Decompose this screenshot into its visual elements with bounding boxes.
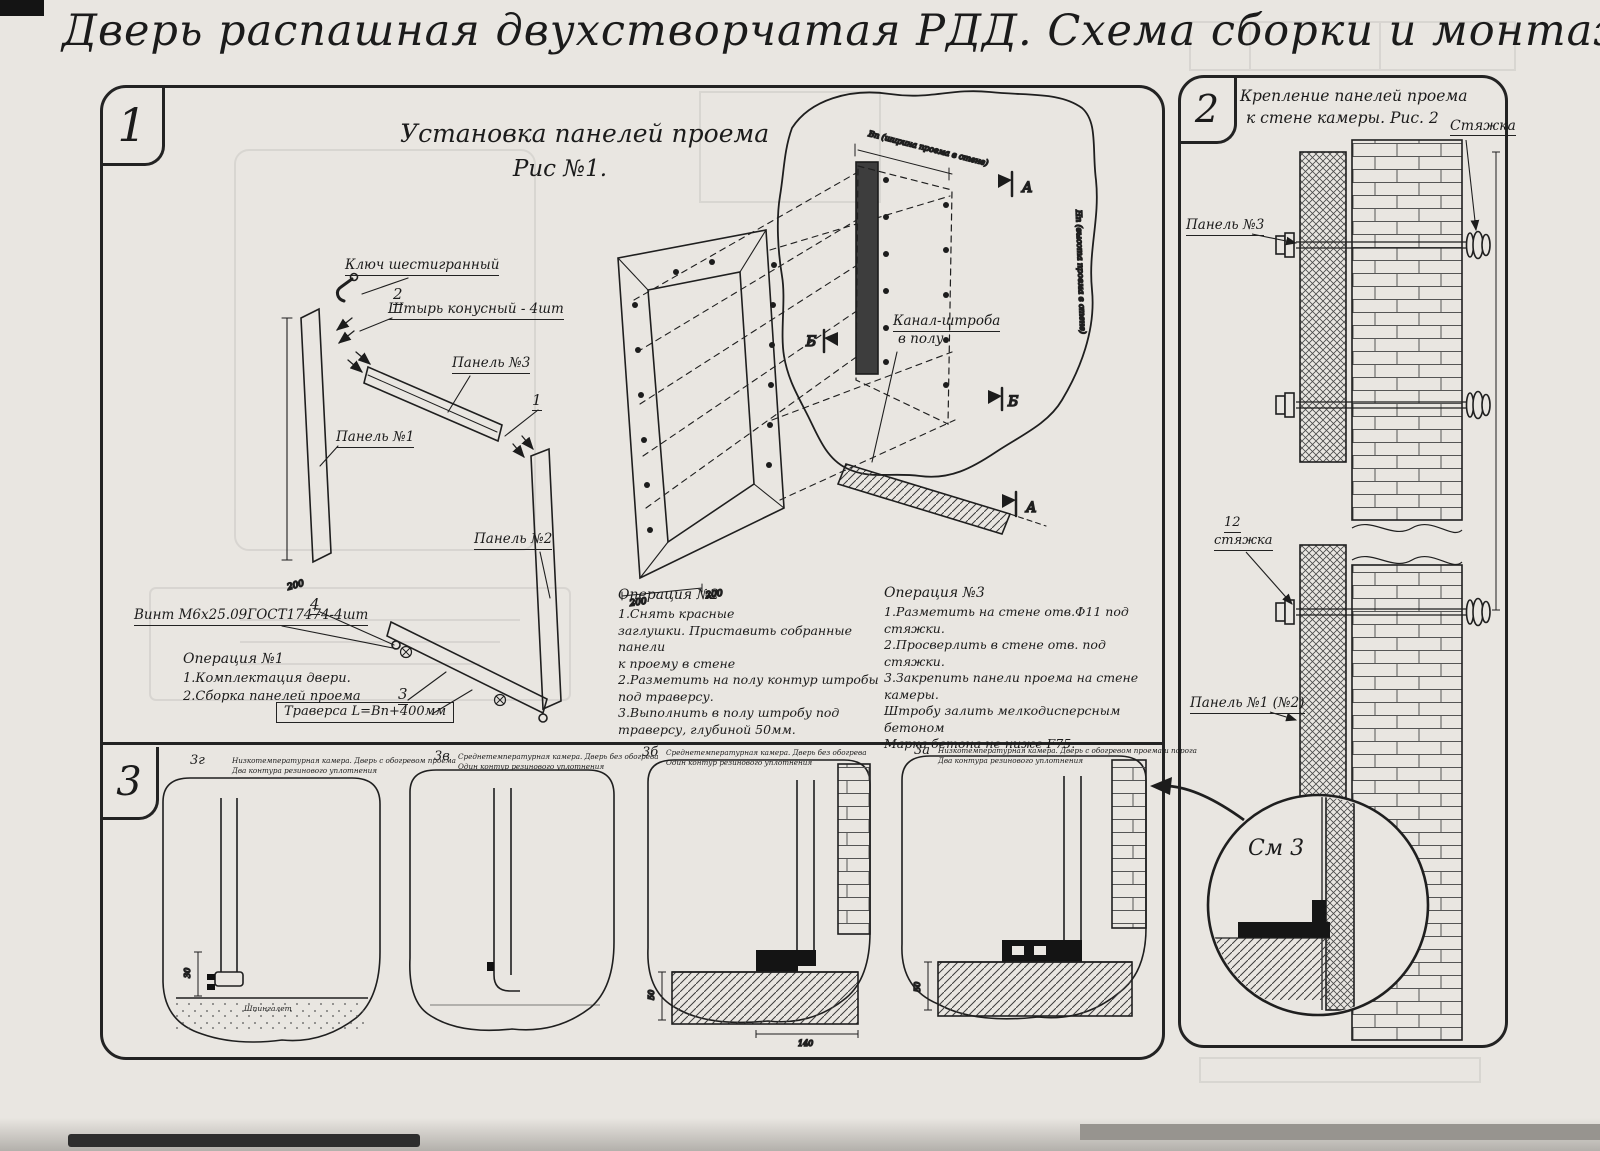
scan-bottom-smudge-2	[1080, 1124, 1600, 1140]
label-traverse: Траверса L=Bп+400мм	[276, 702, 455, 723]
op3-line-6: Штробу залить мелкодисперсным бетоном	[884, 703, 1121, 735]
op2-line-3: к проему в стене	[618, 655, 736, 671]
label-hex-key: Ключ шестигранный	[345, 257, 500, 276]
section3-number-tab: 3	[102, 747, 159, 820]
section-divider	[102, 742, 1163, 745]
label-see-detail-3: См 3	[1248, 836, 1305, 861]
detail-3a-id: 3а	[914, 743, 931, 758]
label-tie-top: Стяжка	[1450, 118, 1516, 137]
section2-frame	[1178, 75, 1508, 1048]
label-channel-2: в полу	[898, 331, 944, 347]
op3-line-7: Марка бетона не ниже F75.	[884, 736, 1076, 752]
op3-line-4: стяжки.	[884, 653, 945, 669]
section1-subheading: Рис №1.	[512, 156, 608, 182]
operation-1-title: Операция №1	[183, 651, 284, 667]
sheet-title: Дверь распашная двухстворчатая РДД. Схем…	[62, 6, 1600, 56]
section1-3-frame	[100, 85, 1165, 1060]
label-panel3-sec2: Панель №3	[1186, 217, 1265, 236]
section2-number-tab: 2	[1180, 77, 1237, 144]
section1-number: 1	[117, 98, 147, 152]
label-panel3: Панель №3	[452, 355, 531, 374]
detail-3v-caption-1: Среднетемпературная камера. Дверь без об…	[458, 752, 659, 761]
detail-3b-caption-1: Среднетемпературная камера. Дверь без об…	[666, 748, 867, 757]
label-panel2: Панель №2	[474, 531, 553, 550]
detail-3g-id: 3г	[190, 753, 205, 768]
label-item-12: 12	[1224, 515, 1241, 533]
section1-number-tab: 1	[102, 87, 165, 166]
detail-3b-caption: Среднетемпературная камера. Дверь без об…	[666, 748, 867, 767]
operation-3-text: Операция №3 1.Разметить на стене отв.Ф11…	[884, 584, 1164, 753]
operation-2-text: Операция №2 1.Снять красные заглушки. Пр…	[618, 586, 880, 738]
section2-number: 2	[1194, 87, 1220, 131]
label-panel1: Панель №1	[336, 429, 415, 448]
operation-3-title: Операция №3	[884, 585, 985, 601]
op2-line-7: траверсу, глубиной 50мм.	[618, 721, 796, 737]
operation-1-text: Операция №1 1.Комплектация двери. 2.Сбор…	[183, 650, 403, 705]
detail-3g-caption-1: Низкотемпературная камера. Дверь с обогр…	[232, 756, 456, 765]
op2-line-1: 1.Снять красные	[618, 606, 735, 622]
detail-3a-caption-2: Два контура резинового уплотнения	[938, 755, 1083, 765]
label-pin: Штырь конусный - 4шт	[388, 301, 564, 320]
detail-3a-caption: Низкотемпературная камера. Дверь с обогр…	[938, 746, 1197, 765]
op2-line-2: заглушки. Приставить собранные панели	[618, 622, 852, 655]
detail-3v-caption-2: Один контур резинового уплотнения	[458, 761, 605, 771]
callout-1: 1	[532, 391, 542, 412]
op2-line-6: 3.Выполнить в полу штробу под	[618, 705, 840, 721]
detail-3b-id: 3б	[642, 745, 659, 760]
callout-4: 4	[310, 595, 320, 616]
op3-line-5: 3.Закрепить панели проема на стене камер…	[884, 670, 1139, 702]
op1-line-2: 2.Сборка панелей проема	[183, 688, 361, 704]
label-tie-mid: стяжка	[1214, 533, 1273, 551]
detail-3a-caption-1: Низкотемпературная камера. Дверь с обогр…	[938, 746, 1197, 755]
section3-number: 3	[116, 759, 142, 805]
section1-heading: Установка панелей проема	[400, 119, 770, 148]
section2-subheading: к стене камеры. Рис. 2	[1246, 109, 1439, 127]
op1-line-1: 1.Комплектация двери.	[183, 671, 351, 687]
label-panel1-sec2: Панель №1 (№2)	[1190, 695, 1305, 714]
detail-3b-caption-2: Один контур резинового уплотнения	[666, 757, 813, 767]
op2-line-4: 2.Разметить на полу контур штробы	[618, 672, 879, 688]
detail-3g-caption-2: Два контура резинового уплотнения	[232, 765, 377, 775]
op3-line-2: стяжки.	[884, 620, 945, 636]
detail-3g-caption: Низкотемпературная камера. Дверь с обогр…	[232, 756, 456, 775]
label-channel-1: Канал-штроба	[893, 313, 1001, 332]
op3-line-3: 2.Просверлить в стене отв. под	[884, 637, 1106, 653]
op3-line-1: 1.Разметить на стене отв.Ф11 под	[884, 604, 1129, 620]
detail-3v-id: 3в	[434, 749, 450, 764]
scan-bottom-smudge	[68, 1134, 420, 1147]
operation-2-title: Операция №2	[618, 587, 719, 603]
op2-line-5: под траверсу.	[618, 688, 714, 704]
section2-heading: Крепление панелей проема	[1240, 87, 1468, 105]
detail-3g-note: Шпингалет	[244, 1004, 292, 1013]
label-screw: Винт М6х25.09ГОСТ17474-4шт	[134, 607, 369, 626]
scan-edge-mark	[0, 0, 44, 16]
detail-3v-caption: Среднетемпературная камера. Дверь без об…	[458, 752, 659, 771]
